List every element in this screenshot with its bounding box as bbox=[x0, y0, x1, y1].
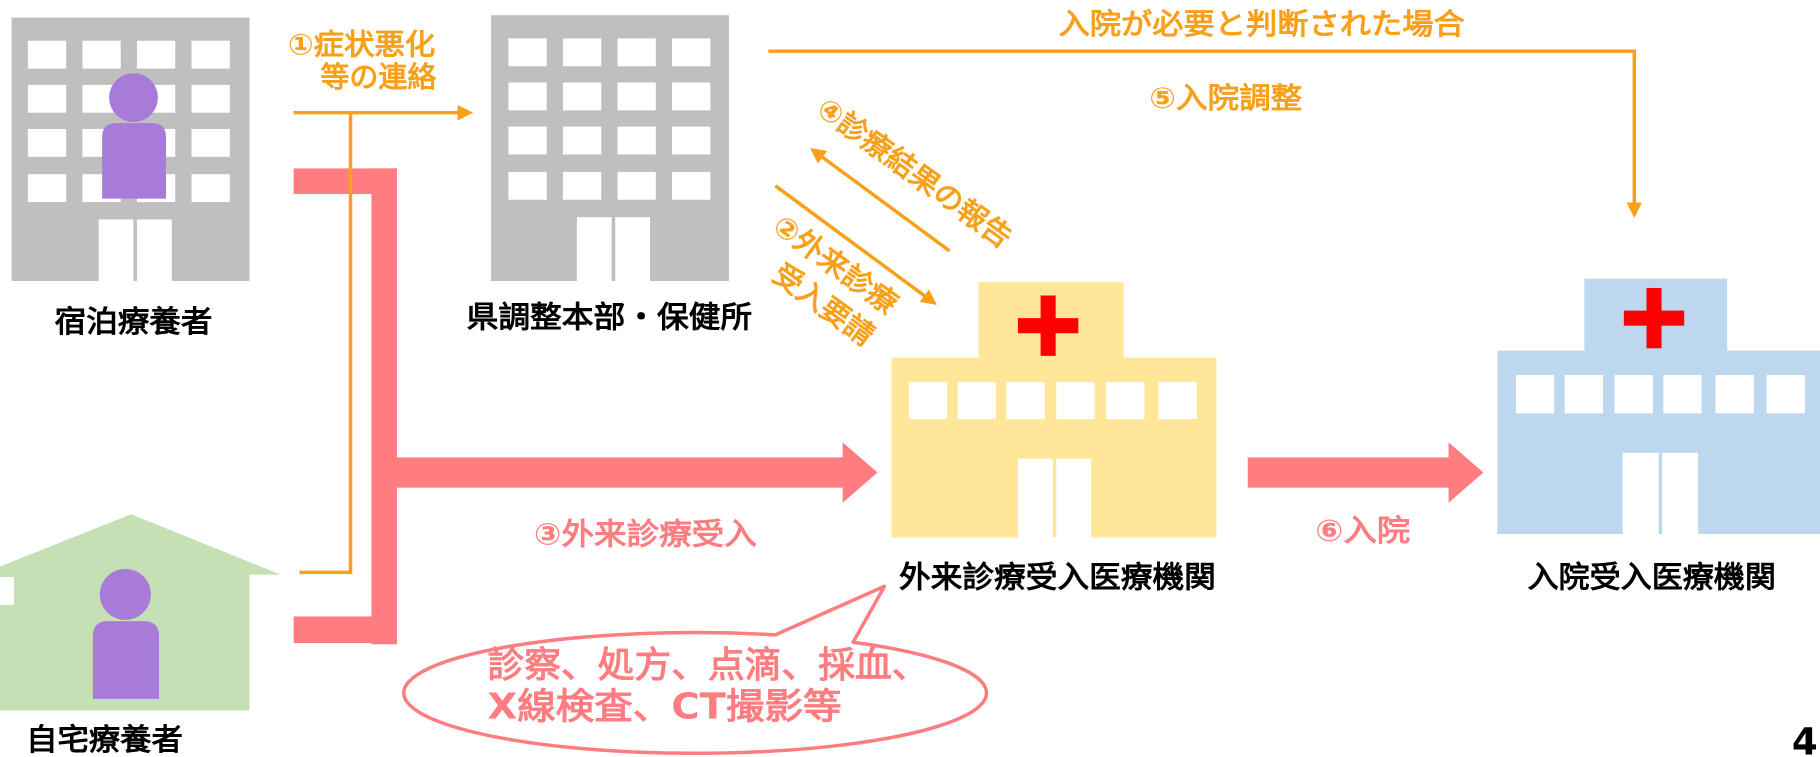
window bbox=[136, 40, 176, 69]
hotel-label: 宿泊療養者 bbox=[55, 305, 213, 340]
outpatient-visit-arrow bbox=[396, 442, 878, 503]
window bbox=[617, 171, 656, 200]
window bbox=[1715, 375, 1754, 414]
step3-label: ③外来診療受入 bbox=[534, 516, 757, 552]
person-body bbox=[102, 123, 166, 199]
cross-vertical bbox=[1040, 295, 1056, 356]
window-row bbox=[908, 381, 1197, 420]
person-icon bbox=[92, 568, 160, 699]
window bbox=[957, 381, 996, 420]
hotel-building-icon bbox=[11, 17, 250, 282]
window bbox=[617, 82, 656, 111]
window bbox=[1106, 381, 1145, 420]
window bbox=[562, 126, 602, 155]
patient-flow-connector bbox=[293, 168, 397, 645]
window bbox=[672, 82, 711, 111]
person-head bbox=[99, 568, 151, 620]
red-cross-icon bbox=[1623, 287, 1685, 349]
window bbox=[82, 40, 121, 69]
callout-line2: X線検査、CT撮影等 bbox=[488, 687, 842, 728]
home-report-connector bbox=[299, 112, 353, 575]
window bbox=[508, 126, 547, 155]
window bbox=[191, 128, 230, 157]
inpatient-hospital-icon bbox=[1497, 278, 1820, 535]
speech-bubble-icon bbox=[402, 584, 989, 756]
cross-vertical bbox=[1646, 287, 1662, 349]
window bbox=[1158, 381, 1197, 420]
page-number: 4 bbox=[1792, 721, 1818, 757]
window bbox=[672, 38, 711, 67]
person-body bbox=[92, 621, 160, 699]
house-roof bbox=[0, 514, 281, 575]
red-cross-icon bbox=[1017, 295, 1079, 356]
window bbox=[191, 84, 230, 113]
person-icon bbox=[102, 73, 166, 199]
person-head bbox=[109, 73, 158, 122]
window bbox=[27, 40, 67, 69]
home-label: 自宅療養者 bbox=[26, 722, 183, 757]
window bbox=[508, 171, 547, 200]
outpatient-request-arrow bbox=[774, 184, 937, 305]
window bbox=[1766, 375, 1805, 414]
services-callout: 診察、処方、点滴、採血、 X線検査、CT撮影等 bbox=[402, 584, 989, 756]
step6-label: ⑥入院 bbox=[1315, 513, 1410, 549]
window bbox=[508, 38, 547, 67]
window bbox=[27, 128, 67, 157]
callout-line1: 診察、処方、点滴、採血、 bbox=[488, 645, 929, 686]
window bbox=[1515, 375, 1555, 414]
hq-building-icon bbox=[490, 15, 729, 282]
inpatient-label: 入院受入医療機関 bbox=[1528, 559, 1776, 595]
window bbox=[27, 174, 67, 203]
window bbox=[617, 38, 656, 67]
window bbox=[672, 126, 711, 155]
flow-vertical-bar bbox=[371, 168, 397, 645]
result-report-arrow bbox=[809, 147, 951, 253]
admission-arrow bbox=[1247, 442, 1484, 503]
step1-label-line2: 等の連絡 bbox=[320, 60, 437, 94]
window bbox=[191, 40, 230, 69]
house-window bbox=[0, 576, 14, 605]
step5-condition-label: 入院が必要と判断された場合 bbox=[1059, 7, 1465, 41]
window bbox=[1006, 381, 1045, 420]
outpatient-hospital-icon bbox=[891, 282, 1217, 538]
window bbox=[562, 38, 602, 67]
admission-coordination-arrow bbox=[768, 49, 1643, 218]
window-grid bbox=[508, 38, 711, 200]
home-house-icon bbox=[0, 514, 281, 711]
window bbox=[1056, 381, 1095, 420]
window bbox=[27, 84, 67, 113]
window bbox=[562, 171, 602, 200]
window bbox=[508, 82, 547, 111]
window bbox=[617, 126, 656, 155]
home-flow-bar bbox=[293, 616, 397, 644]
window bbox=[191, 174, 230, 203]
window bbox=[1614, 375, 1653, 414]
outpatient-label: 外来診療受入医療機関 bbox=[899, 559, 1216, 595]
window bbox=[672, 171, 711, 200]
window bbox=[1663, 375, 1702, 414]
window bbox=[1564, 375, 1603, 414]
window-row bbox=[1515, 375, 1805, 414]
step5-label: ⑤入院調整 bbox=[1149, 81, 1302, 115]
window bbox=[908, 381, 948, 420]
hq-label: 県調整本部・保健所 bbox=[467, 300, 753, 335]
window bbox=[562, 82, 602, 111]
step1-label-line1: ①症状悪化 bbox=[288, 28, 435, 62]
